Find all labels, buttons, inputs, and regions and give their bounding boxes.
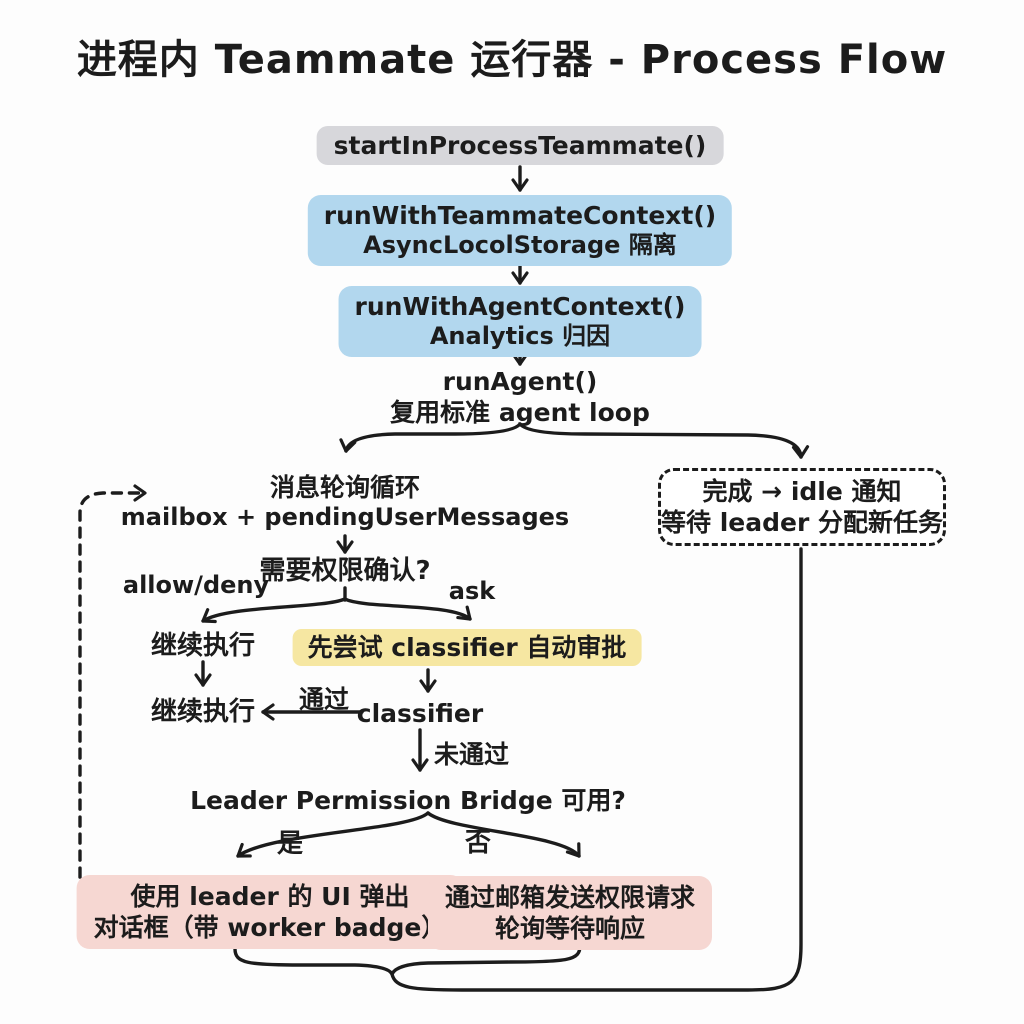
run-agent-line2: 复用标准 agent loop	[390, 398, 650, 427]
agent-context-node: runWithAgentContext() Analytics 归因	[338, 286, 702, 357]
edge-loop-back-dashed	[78, 484, 147, 909]
classifier-try-node: 先尝试 classifier 自动审批	[292, 629, 642, 666]
mail-request-line1: 通过邮箱发送权限请求	[444, 883, 696, 912]
continue-second-node: 继续执行	[150, 697, 256, 727]
permission-question-node: 需要权限确认?	[259, 556, 431, 586]
teammate-context-line1: runWithTeammateContext()	[323, 201, 717, 230]
page-title: 进程内 Teammate 运行器 - Process Flow	[76, 37, 948, 83]
edge-bridge-yes	[236, 811, 430, 858]
idle-line1: 完成 → idle 通知	[702, 477, 902, 506]
teammate-context-node: runWithTeammateContext() AsyncLocolStora…	[307, 195, 733, 266]
edge-label-ask: ask	[448, 577, 496, 605]
poll-loop-line1: 消息轮询循环	[269, 473, 420, 502]
classifier-node: classifier	[356, 699, 484, 728]
edge-label-yes: 是	[276, 829, 304, 859]
teammate-context-line2: AsyncLocolStorage 隔离	[363, 231, 677, 259]
edge-runagent-to-idle	[518, 422, 810, 459]
edge-runagent-to-poll	[339, 422, 522, 453]
edge-permq-allowdeny	[201, 597, 347, 624]
mail-request-node: 通过邮箱发送权限请求 轮询等待响应	[427, 876, 713, 950]
edge-bridge-no	[426, 811, 581, 858]
edge-merge-right	[390, 944, 582, 976]
leader-ui-line1: 使用 leader 的 UI 弹出	[130, 882, 410, 911]
edge-permq-ask	[343, 597, 472, 621]
idle-node: 完成 → idle 通知 等待 leader 分配新任务	[658, 468, 946, 546]
run-agent-node: runAgent() 复用标准 agent loop	[390, 366, 650, 428]
leader-ui-line2: 对话框（带 worker badge）	[93, 913, 447, 942]
leader-ui-node: 使用 leader 的 UI 弹出 对话框（带 worker badge）	[76, 875, 464, 949]
edge-label-no: 否	[464, 828, 492, 858]
agent-context-line2: Analytics 归因	[429, 322, 611, 350]
mail-request-line2: 轮询等待响应	[494, 914, 646, 943]
continue-first-node: 继续执行	[150, 631, 256, 661]
edge-label-pass: 通过	[298, 685, 350, 714]
edge-label-allow-deny: allow/deny	[122, 571, 270, 599]
idle-line2: 等待 leader 分配新任务	[661, 508, 943, 537]
agent-context-line1: runWithAgentContext()	[354, 292, 686, 321]
edge-merge-to-idle	[390, 547, 803, 992]
bridge-question-node: Leader Permission Bridge 可用?	[190, 786, 626, 815]
run-agent-line1: runAgent()	[442, 367, 598, 396]
start-label: startInProcessTeammate()	[333, 131, 707, 160]
start-node: startInProcessTeammate()	[316, 126, 724, 165]
poll-loop-node: 消息轮询循环 mailbox + pendingUserMessages	[121, 472, 569, 533]
poll-loop-line2: mailbox + pendingUserMessages	[120, 503, 570, 531]
edge-label-fail: 未通过	[434, 740, 510, 769]
edge-merge-left	[233, 947, 394, 976]
